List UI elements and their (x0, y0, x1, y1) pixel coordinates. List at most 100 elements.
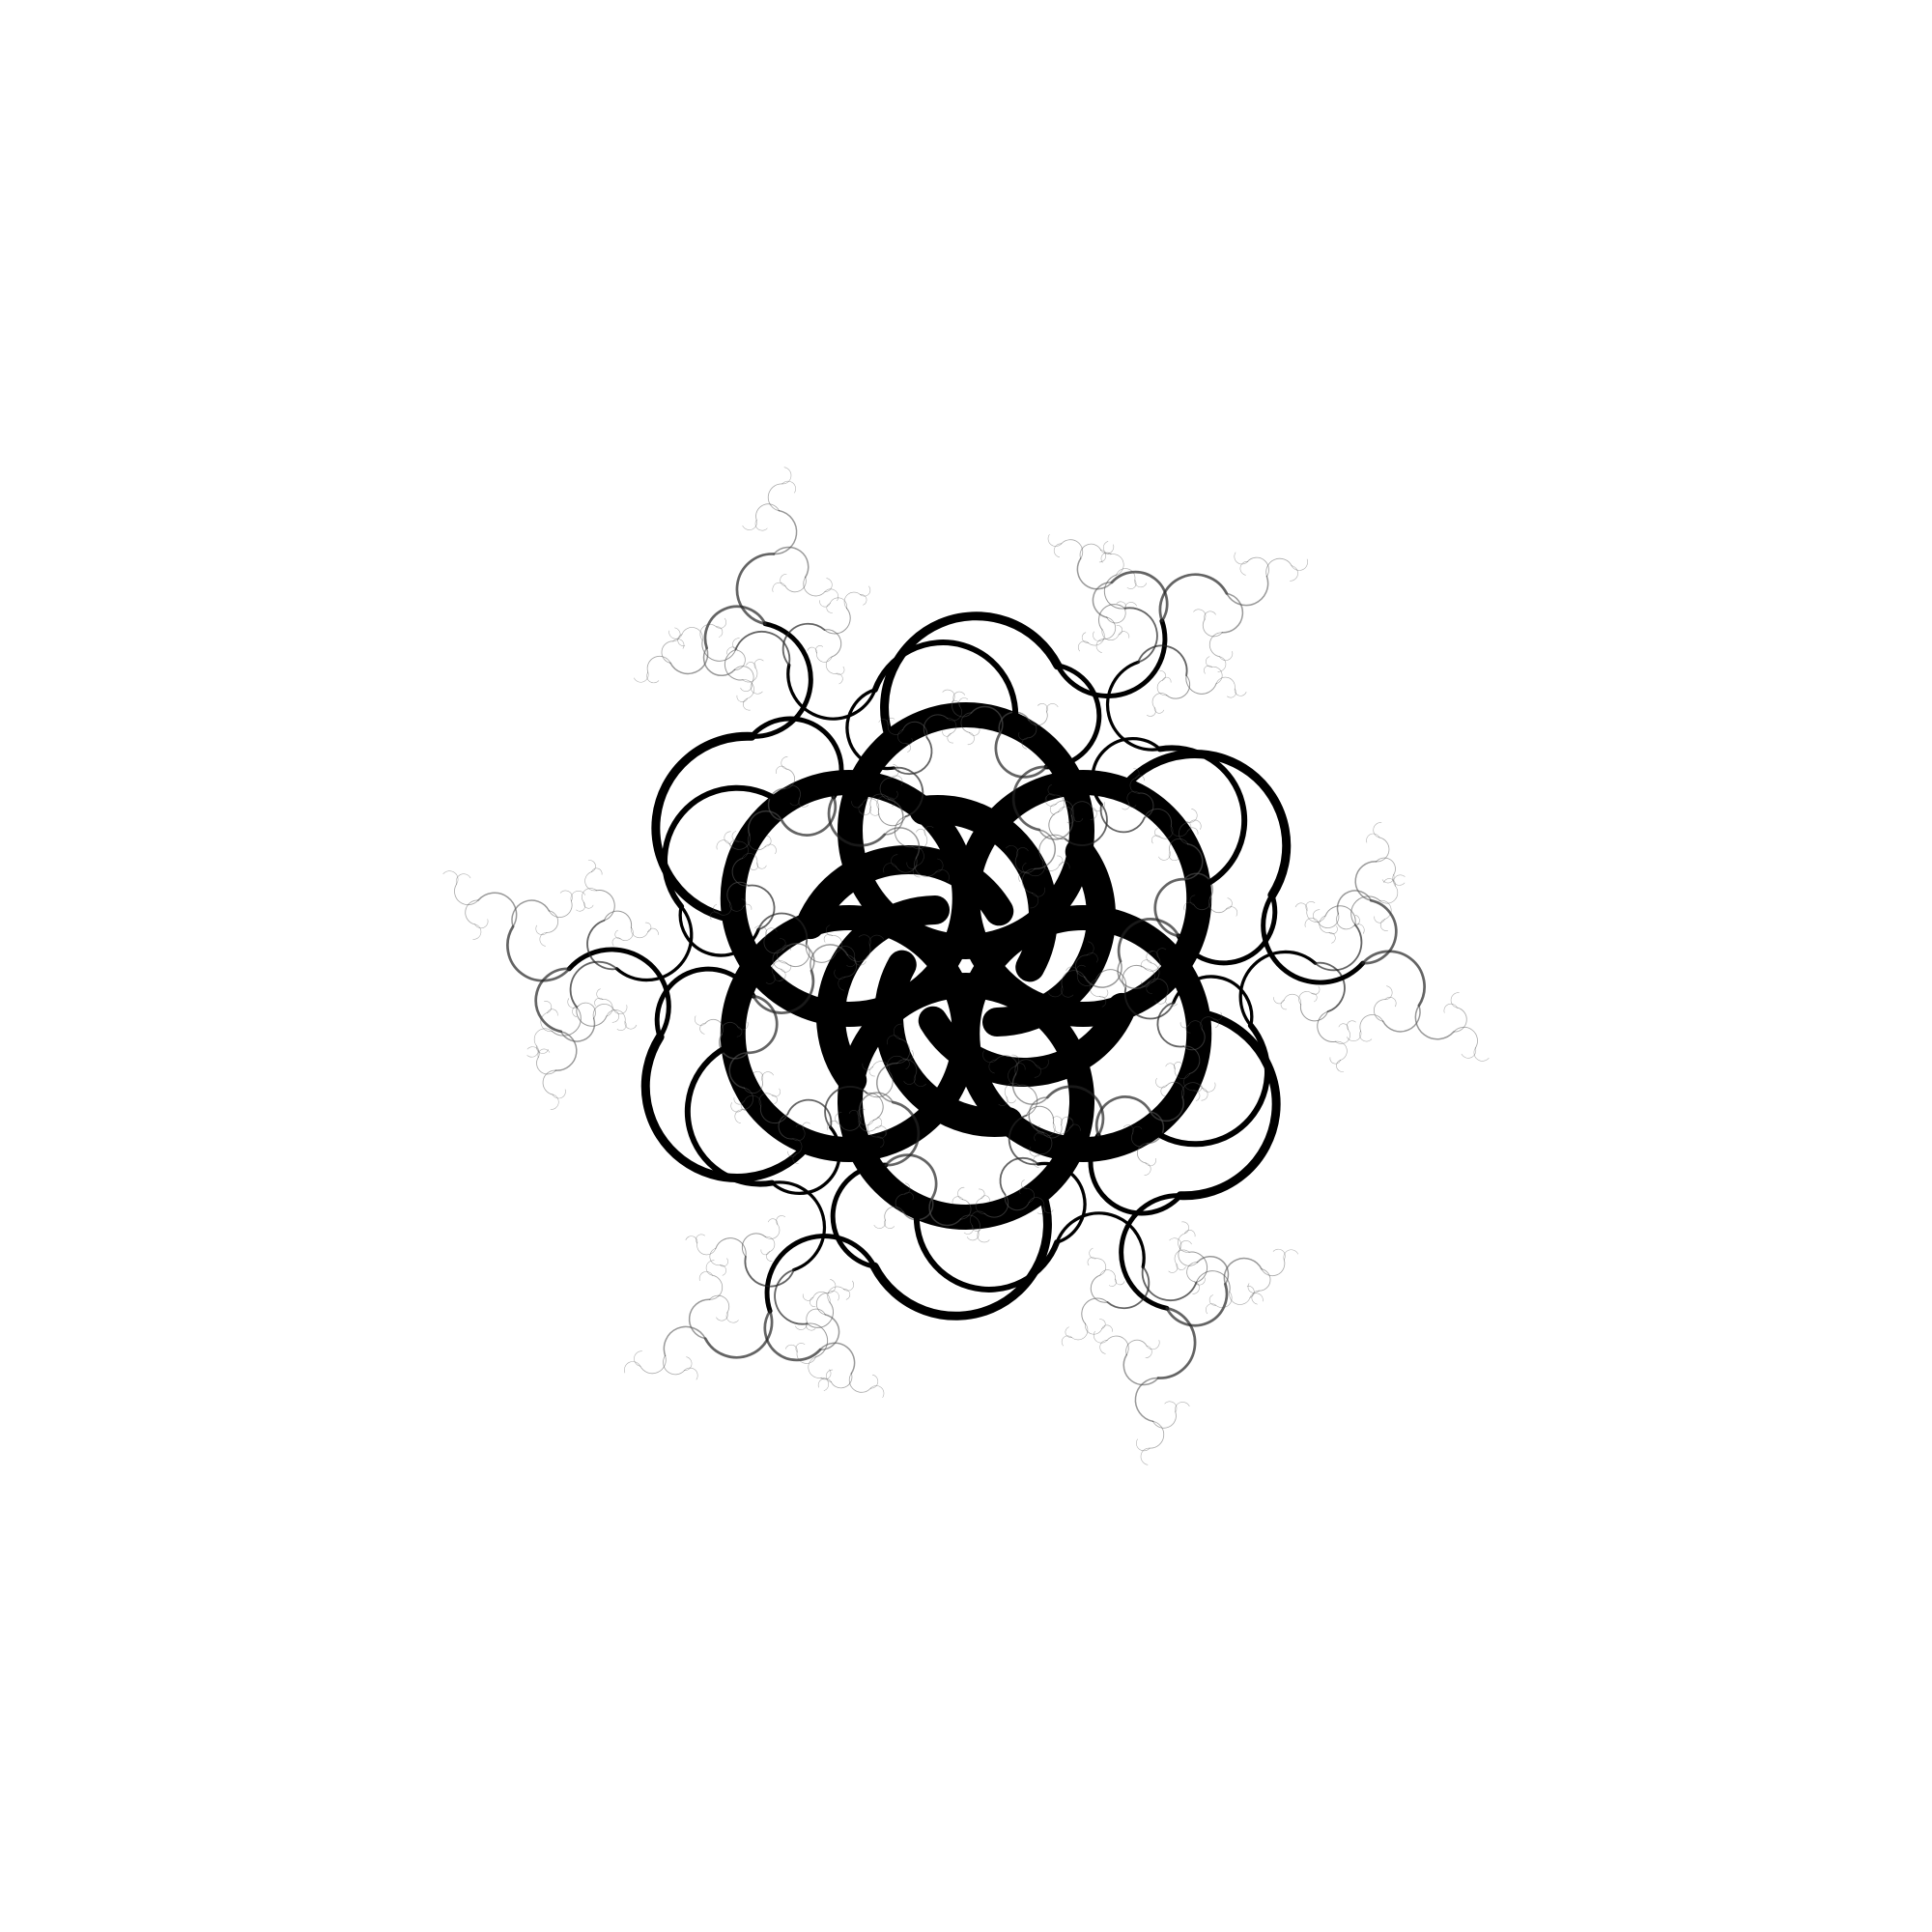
fractal-arc (889, 797, 895, 808)
fractal-arc (719, 1034, 749, 1060)
fractal-arc (1392, 874, 1406, 886)
fractal-arc (1153, 877, 1186, 938)
fractal-arc (983, 1194, 1009, 1218)
fractal-arc (1185, 1024, 1191, 1034)
fractal-arc (1206, 656, 1213, 668)
fractal-arc (893, 1023, 902, 1039)
fractal-arc (952, 1196, 963, 1205)
fractal-arc (1189, 895, 1196, 906)
fractal-arc (824, 578, 833, 592)
fractal-arc (1028, 1096, 1048, 1134)
fractal-arc (1188, 1020, 1203, 1031)
fractal-arc (734, 630, 791, 667)
fractal-arc (1057, 855, 1064, 867)
fractal-arc (1359, 1014, 1384, 1032)
fractal-arc (1247, 556, 1269, 578)
fractal-arc (1135, 775, 1145, 781)
fractal-arc (662, 784, 788, 910)
fractal-arc (1159, 825, 1174, 839)
fractal-arc (1290, 565, 1298, 582)
fractal-arc (773, 546, 810, 579)
fractal-arc (761, 1071, 774, 1081)
fractal-arc (1204, 611, 1216, 620)
fractal-arc (1305, 900, 1316, 911)
fractal-arc (1116, 568, 1136, 581)
fractal-arc (848, 1373, 871, 1393)
fractal-arc (783, 784, 801, 800)
fractal-arc (851, 801, 863, 809)
fractal-arc (1181, 1082, 1204, 1098)
fractal-arc (1037, 1124, 1043, 1135)
fractal-arc (647, 927, 659, 935)
fractal-arc (1379, 899, 1392, 920)
fractal-arc (805, 943, 837, 963)
fractal-arc (1034, 1132, 1043, 1142)
fractal-arc (1208, 632, 1223, 658)
fractal-arc (1229, 1291, 1251, 1305)
fractal-arc (1178, 1233, 1190, 1253)
fractal-arc (1123, 1124, 1134, 1134)
fractal-arc (772, 1094, 778, 1104)
fractal-arc (795, 1123, 805, 1130)
fractal-arc (963, 1225, 974, 1235)
fractal-arc (1011, 765, 1048, 832)
fractal-arc (843, 1289, 851, 1300)
fractal-arc (1032, 887, 1046, 897)
fractal-arc (1101, 629, 1120, 640)
fractal-arc (754, 519, 768, 531)
fractal-arc (906, 862, 918, 869)
fractal-arc (836, 672, 843, 685)
fractal-arc (824, 1086, 868, 1129)
fractal-arc (904, 1191, 914, 1201)
fractal-arc (823, 933, 833, 943)
fractal-arc (802, 1122, 810, 1130)
fractal-arc (816, 652, 833, 663)
fractal-arc (1055, 800, 1074, 817)
fractal-arc (591, 867, 603, 875)
fractal-arc (935, 858, 944, 873)
fractal-arc (772, 582, 786, 592)
fractal-arc (1170, 825, 1188, 838)
fractal-arc (795, 1343, 806, 1352)
fractal-arc (1021, 1179, 1027, 1189)
fractal-arc (1117, 960, 1150, 989)
fractal-arc (1038, 834, 1066, 862)
fractal-arc (1273, 997, 1285, 1005)
fractal-arc (792, 1128, 806, 1142)
fractal-arc (834, 969, 846, 980)
fractal-arc (1133, 768, 1140, 779)
fractal-arc (767, 787, 785, 821)
fractal-arc (1223, 1257, 1263, 1285)
fractal-arc (905, 737, 913, 746)
fractal-arc (1098, 550, 1107, 563)
fractal-arc (1336, 913, 1354, 930)
fractal-arc (914, 857, 937, 877)
fractal-arc (1084, 960, 1122, 988)
fractal-arc (713, 904, 719, 914)
fractal-arc (784, 1344, 798, 1352)
fractal-arc (672, 627, 681, 642)
fractal-arc (817, 1378, 832, 1388)
fractal-arc (796, 1351, 816, 1364)
fractal-arc (879, 777, 893, 801)
fractal-arc (1026, 1188, 1035, 1203)
fractal-arc (816, 895, 951, 1095)
fractal-arc (661, 640, 674, 664)
fractal-arc (1037, 703, 1048, 713)
fractal-arc (639, 1354, 667, 1375)
fractal-arc (781, 622, 826, 667)
fractal-arc (1137, 1143, 1149, 1164)
fractal-arc (846, 945, 871, 962)
fractal-arc (1234, 552, 1248, 565)
fractal-arc (1021, 737, 1028, 750)
fractal-arc (825, 924, 833, 936)
fractal-arc (780, 964, 792, 973)
fractal-arc (1021, 867, 1036, 894)
fractal-arc (1099, 989, 1109, 999)
fractal-arc (858, 1115, 874, 1126)
fractal-arc (1034, 829, 1057, 870)
fractal-arc (1150, 1096, 1184, 1122)
fractal-arc (539, 932, 548, 947)
fractal-arc (904, 1182, 911, 1195)
